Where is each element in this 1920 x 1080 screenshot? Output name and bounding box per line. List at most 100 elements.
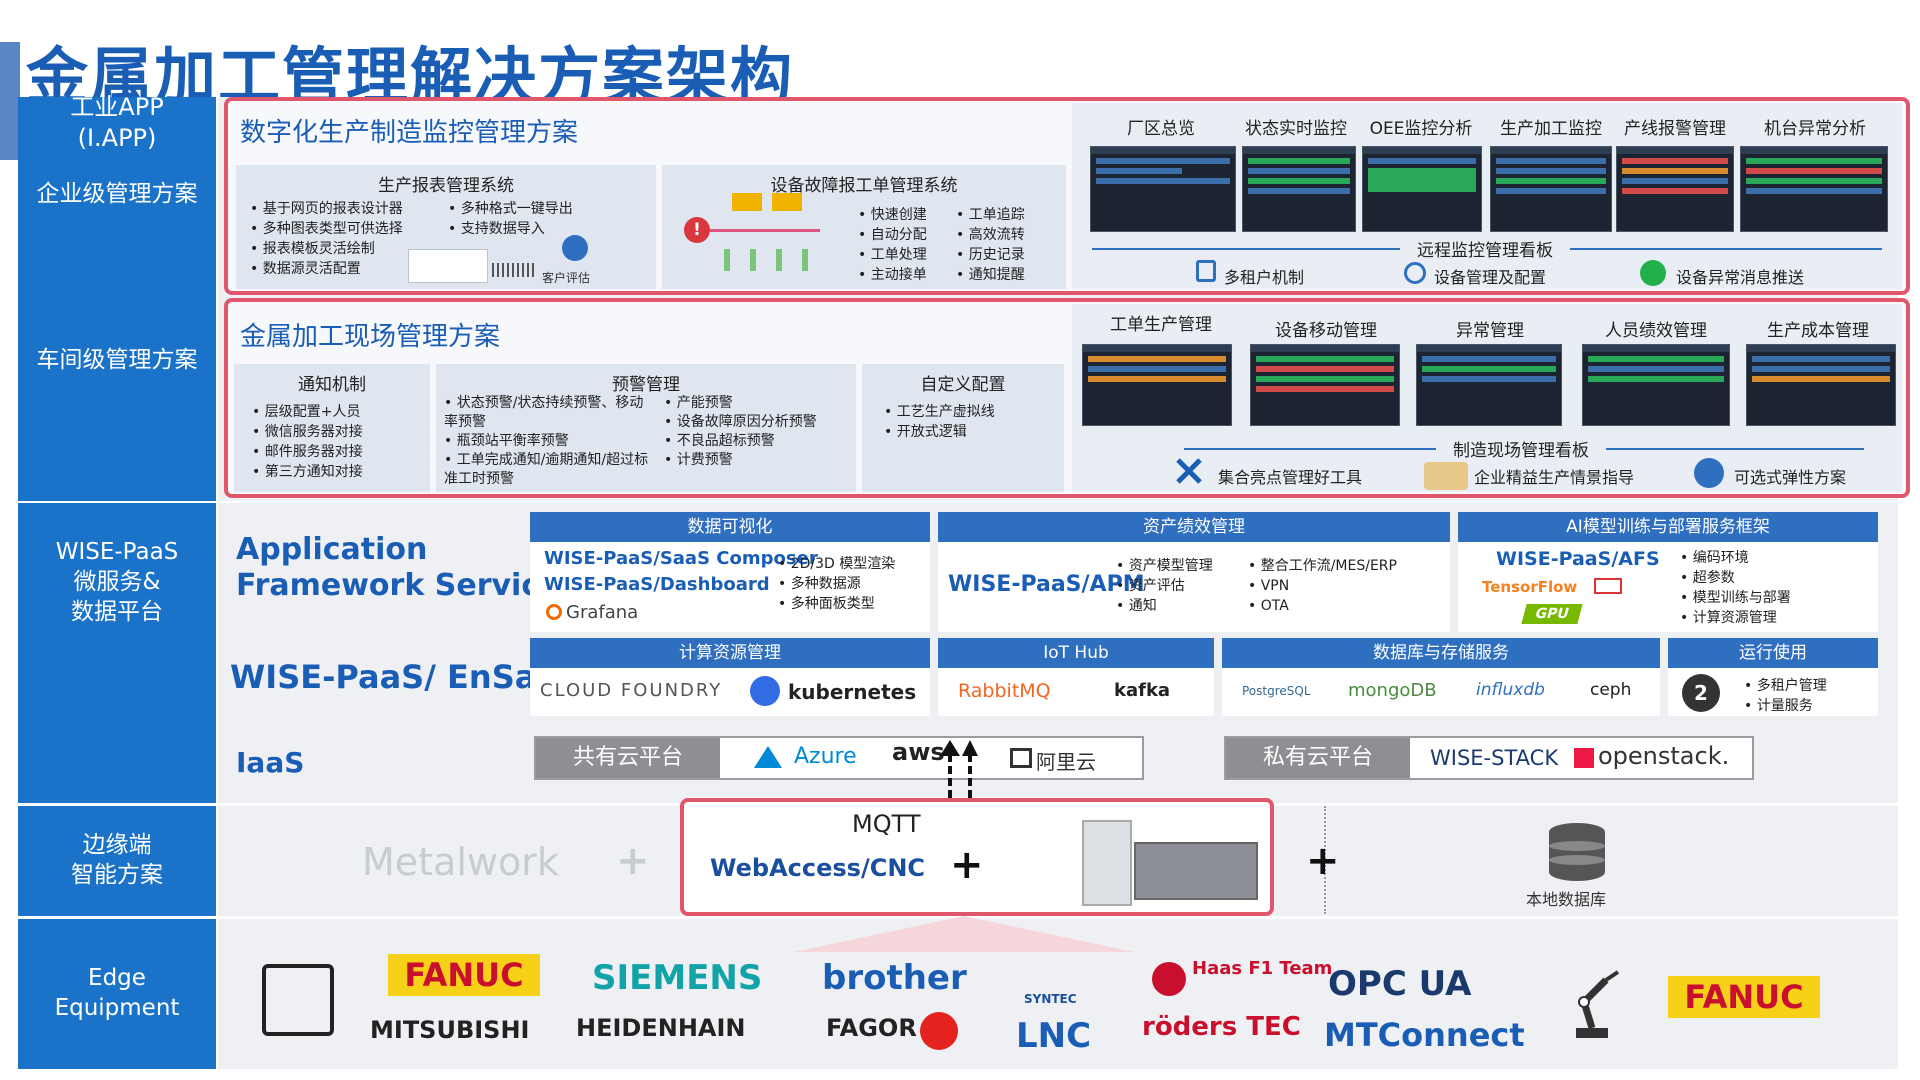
afs-label-line2: Framework Service [236,568,560,603]
siemens-logo: SIEMENS [592,958,763,998]
haas-logo: Haas F1 Team [1192,958,1333,979]
edge-label-1: 边缘端 [82,832,152,859]
fault-feature: 高效流转 [956,225,1025,245]
custom-list: 工艺生产虚拟线 开放式逻辑 [884,402,995,442]
aliyun-logo: 阿里云 [1036,750,1096,774]
custom-item: 开放式逻辑 [884,422,995,442]
wisepaas-label-3: 数据平台 [71,598,163,625]
ai-item: 超参数 [1680,568,1791,588]
postgresql-logo: PostgreSQL [1242,684,1311,698]
tensorflow-logo: TensorFlow [1482,578,1578,596]
syntec-logo: SYNTEC [1024,992,1077,1006]
remote-board-label: 远程监控管理看板 [1400,236,1570,261]
local-db-label: 本地数据库 [1526,890,1607,909]
dashboard-screen [1740,146,1888,232]
dashboard-screen [1582,344,1730,426]
number-two-icon: 2 [1682,674,1720,712]
compute-panel: 计算资源管理 CLOUD FOUNDRY kubernetes [530,638,930,716]
ceph-logo: ceph [1590,680,1632,700]
dashboard-screen [1746,344,1896,426]
notify-list: 层级配置+人员 微信服务器对接 邮件服务器对接 第三方通知对接 [252,402,363,482]
iot-panel: IoT Hub RabbitMQ kafka [938,638,1214,716]
band-iapp: 工业APP (I.APP) 企业级管理方案 车间级管理方案 [18,93,216,501]
fault-feature: 主动接单 [858,265,927,285]
dashboard-screen [1250,344,1400,426]
saas-composer-logo: WISE-PaaS/SaaS Composer [544,548,818,569]
fagor-icon [920,1012,958,1050]
heidenhain-logo: HEIDENHAIN [576,1014,746,1042]
azure-logo: Azure [794,744,857,769]
divider-dotted [1324,806,1326,914]
fault-system-title: 设备故障报工单管理系统 [770,176,958,196]
report-feature: 数据源灵活配置 [250,259,403,279]
ops-item: 计量服务 [1744,696,1827,716]
alert-icon: ! [684,217,710,243]
kubernetes-style-icon [1694,458,1724,488]
dashboard-screen [1082,344,1232,426]
guide-icon [1424,462,1468,490]
screen-label: 厂区总览 [1127,119,1195,139]
public-cloud-box: 共有云平台 Azure aws 阿里云 [534,736,1144,780]
apm-list-1: 资产模型管理 资产评估 通知 [1116,556,1213,616]
apm-item: 整合工作流/MES/ERP [1248,556,1397,576]
screen-label: 状态实时监控 [1245,119,1347,139]
dashboard-screen [1416,344,1562,426]
tools-icon [1174,456,1204,486]
report-preview-thumbnail [408,249,488,283]
fault-list-2: 工单追踪 高效流转 历史记录 通知提醒 [956,205,1025,285]
screen-label: 人员绩效管理 [1605,321,1707,341]
title-accent-bar [0,42,20,160]
screen-label: 工单生产管理 [1110,315,1212,335]
openstack-logo: openstack. [1598,742,1730,770]
afs-label: Application Framework Service [236,532,559,604]
dashboard-screen [1490,146,1612,232]
db-panel: 数据库与存储服务 PostgreSQL mongoDB influxdb cep… [1222,638,1660,716]
report-feature: 报表模板灵活绘制 [250,239,403,259]
webaccess-cnc-logo: WebAccess/CNC [710,854,926,882]
feature-label: 设备管理及配置 [1434,268,1547,287]
edge-label-2: 智能方案 [71,862,163,888]
private-cloud-label: 私有云平台 [1226,738,1410,778]
rabbitmq-logo: RabbitMQ [958,680,1051,702]
metalwork-logo: Metalwork [362,840,559,884]
equipment-label-1: Edge [88,965,146,992]
ai-item: 计算资源管理 [1680,608,1791,628]
mongodb-logo: mongoDB [1348,680,1437,701]
feature-label: 集合亮点管理好工具 [1218,468,1363,487]
lnc-logo: LNC [1016,1016,1092,1056]
warn-panel: 预警管理 状态预警/状态持续预警、移动率预警 瓶颈站平衡率预警 工单完成通知/逾… [436,364,856,492]
report-feature: 多种格式一键导出 [448,199,573,219]
screen-label: 产线报警管理 [1624,119,1726,139]
kubernetes-logo: kubernetes [788,680,917,704]
dashboard-screen [1616,146,1734,232]
warn-item: 计费预警 [664,451,817,470]
grafana-icon [546,604,562,620]
report-system-panel: 生产报表管理系统 基于网页的报表设计器 多种图表类型可供选择 报表模板灵活绘制 … [236,165,656,289]
site-board-label: 制造现场管理看板 [1436,436,1606,461]
apm-item: 通知 [1116,596,1213,616]
apm-logo: WISE-PaaS/APM [948,572,1145,597]
fault-feature: 工单处理 [858,245,927,265]
report-list-2: 多种格式一键导出 支持数据导入 [448,199,573,239]
haas-icon [1152,962,1186,996]
compute-title: 计算资源管理 [530,638,930,668]
dashboard-screen [1242,146,1356,232]
plus-sign: + [950,842,984,888]
ops-panel: 运行使用 2 多租户管理 计量服务 [1668,638,1878,716]
apm-panel: 资产绩效管理 WISE-PaaS/APM 资产模型管理 资产评估 通知 整合工作… [938,512,1450,632]
plus-sign: + [1306,838,1340,884]
tenant-icon [1196,260,1216,282]
band-edge: 边缘端 智能方案 [18,806,216,916]
enterprise-label: 企业级管理方案 [36,181,198,208]
fanuc-logo: FANUC [388,954,540,996]
custom-title: 自定义配置 [920,375,1006,395]
apm-item: OTA [1248,596,1397,616]
viz-panel: 数据可视化 WISE-PaaS/SaaS Composer WISE-PaaS/… [530,512,930,632]
band-equipment: Edge Equipment [18,919,216,1069]
workshop-label: 车间级管理方案 [36,347,198,374]
public-cloud-label: 共有云平台 [536,738,720,778]
dashboard-screen [1090,146,1236,232]
robot-arm-icon [1562,966,1622,1042]
report-feature: 多种图表类型可供选择 [250,219,403,239]
bars-icon [724,249,824,271]
